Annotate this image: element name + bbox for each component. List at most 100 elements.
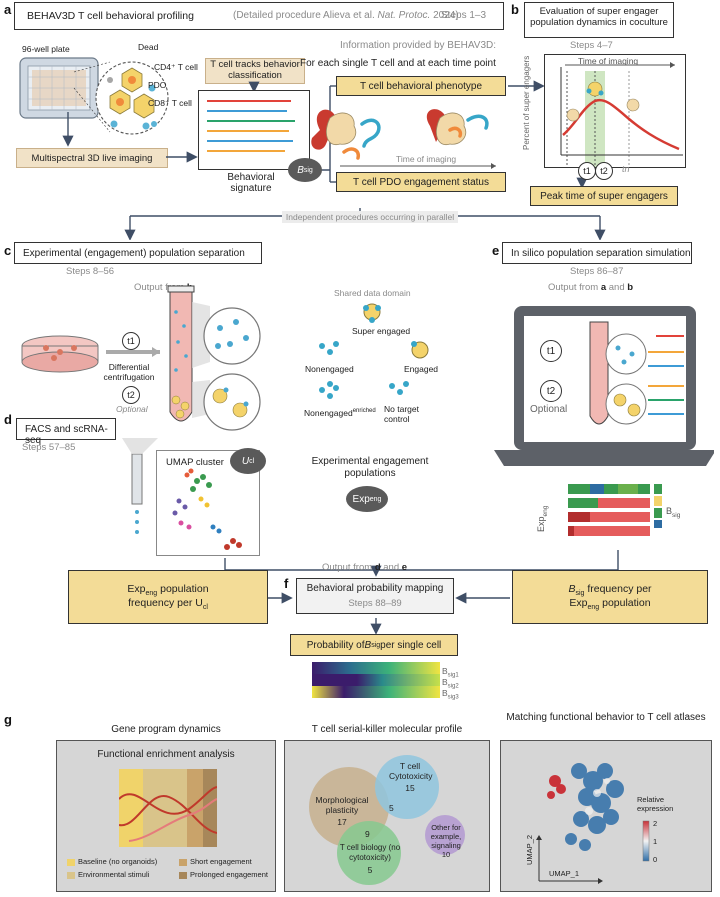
legend-swatch: [179, 858, 187, 866]
venn-cytotoxicity-count: 15: [405, 783, 415, 793]
panel-letter-a: a: [4, 2, 12, 17]
venn-cytotoxicity: T cell Cytotoxicity: [389, 761, 433, 781]
expeng-frequency-box: Expeng population frequency per Ucl: [68, 570, 268, 624]
b-ylabel: Percent of super engagers: [522, 55, 531, 150]
panel-letter-e: e: [492, 243, 500, 258]
venn-morphological-count: 17: [337, 817, 347, 827]
panel-a-citation: (Detailed procedure Alieva et al. Nat. P…: [233, 10, 459, 21]
legend-item-baseline: Baseline (no organoids): [67, 857, 157, 866]
peak-time-box: Peak time of super engagers: [530, 186, 678, 206]
super-engager-plot: [544, 54, 686, 168]
legend-item-short: Short engagement: [179, 857, 252, 866]
g-title-3: Matching functional behavior to T cell a…: [506, 712, 706, 723]
panel-a-steps: Steps 1–3: [441, 10, 487, 21]
b-t1-marker: t1: [578, 162, 596, 180]
colorbar-max: 2: [653, 819, 658, 828]
behavioral-signature-label: Behavioral signature: [227, 172, 275, 194]
tcell-illustration: [311, 109, 496, 169]
panel-letter-d: d: [4, 412, 12, 427]
venn-overlap-9: 9: [365, 829, 370, 839]
panel-c-header: Experimental (engagement) population sep…: [14, 242, 262, 264]
serial-killer-panel: T cell Cytotoxicity 15 Morphological pla…: [284, 740, 490, 892]
colorbar-min: 0: [653, 855, 658, 864]
time-of-imaging-b: Time of imaging: [578, 56, 639, 66]
relative-expression-label: Relative expression: [637, 795, 674, 813]
panel-letter-f: f: [284, 576, 289, 591]
f-title: Behavioral probability mapping: [306, 583, 444, 594]
venn-overlap-5: 5: [389, 803, 394, 813]
bsig1-label: Bsig1: [442, 666, 459, 679]
experimental-populations-label: Experimental engagement populations: [311, 456, 429, 479]
panel-letter-c: c: [4, 243, 12, 258]
cd4-label: CD4⁺ T cell: [154, 62, 198, 72]
umap-cluster-label: UMAP cluster: [164, 457, 226, 468]
b-t2-marker: t2: [595, 162, 613, 180]
panel-b-title: Evaluation of super engager population d…: [530, 6, 668, 28]
panel-d-steps: Steps 57–85: [22, 442, 76, 453]
engaged-label: Engaged: [404, 364, 439, 374]
bsig3-label: Bsig3: [442, 688, 459, 701]
g-title-1: Gene program dynamics: [111, 724, 221, 735]
e-t2-marker: t2: [540, 380, 562, 402]
e-t1-marker: t1: [540, 340, 562, 362]
pdo-label: PDO: [148, 80, 167, 90]
legend-swatch: [67, 858, 75, 866]
legend-item-environmental: Environmental stimuli: [67, 870, 149, 879]
shared-domain-title: Shared data domain: [334, 288, 411, 298]
c-t1-marker: t1: [122, 332, 140, 350]
panel-letter-b: b: [511, 2, 519, 17]
imaging-box: Multispectral 3D live imaging: [16, 148, 168, 168]
panel-letter-g: g: [4, 712, 12, 727]
panel-b-steps: Steps 4–7: [570, 40, 613, 51]
e-bsig-label: Bsig: [666, 506, 681, 519]
legend-item-prolonged: Prolonged engagement: [179, 870, 268, 879]
tracks-plot: [198, 90, 310, 170]
panel-a-header: BEHAV3D T cell behavioral profiling (Det…: [14, 2, 504, 30]
centrifugation-label: Differential centrifugation: [103, 362, 155, 382]
atlas-umap: [536, 763, 650, 884]
population-icons: [319, 303, 429, 399]
cd8-label: CD8⁺ T cell: [148, 98, 192, 108]
phenotype-box: T cell behavioral phenotype: [336, 76, 506, 96]
panel-c-title: Experimental (engagement) population sep…: [23, 248, 245, 259]
colorbar-mid: 1: [653, 837, 658, 846]
b-tn-marker: tn: [622, 164, 630, 174]
venn-diagram: [309, 755, 465, 885]
venn-other: Other for example, signaling 10: [430, 823, 462, 859]
info-text: Information provided by BEHAV3D:: [340, 40, 497, 51]
venn-biology-count: 5: [367, 865, 373, 875]
panel-d-header: FACS and scRNA-seq: [16, 418, 116, 446]
panel-a-title: BEHAV3D T cell behavioral profiling: [27, 10, 194, 22]
plate-label: 96-well plate: [22, 44, 70, 54]
umap2-label: UMAP_2: [525, 834, 534, 865]
g-sub-1: Functional enrichment analysis: [97, 749, 235, 760]
panel-d-title: FACS and scRNA-seq: [25, 424, 108, 446]
gene-program-plot: [119, 769, 217, 847]
time-of-imaging-a: Time of imaging: [396, 154, 457, 164]
gene-program-panel: Functional enrichment analysis Baseline …: [56, 740, 276, 892]
umap1-label: UMAP_1: [549, 869, 580, 878]
venn-morphological: Morphological plasticity: [315, 795, 369, 815]
centrifugation-illustration: [21, 285, 261, 431]
probability-mapping-box: Behavioral probability mapping Steps 88–…: [296, 578, 454, 614]
panel-e-steps: Steps 86–87: [570, 266, 624, 277]
f-steps: Steps 88–89: [348, 598, 402, 609]
bsig-frequency-box: Bsig frequency per Expeng population: [512, 570, 708, 624]
dead-label: Dead: [138, 42, 159, 52]
panel-c-steps: Steps 8–56: [66, 266, 115, 277]
g-title-2: T cell serial-killer molecular profile: [311, 724, 463, 735]
atlas-panel: Relative expression 2 1 0 UMAP_1 UMAP_2: [500, 740, 712, 892]
legend-swatch: [67, 871, 75, 879]
legend-swatch: [179, 871, 187, 879]
nonengaged-label: Nonengaged: [305, 364, 354, 374]
well-plate-illustration: [19, 57, 169, 135]
panel-e-header: In silico population separation simulati…: [502, 242, 692, 264]
parallel-banner: Independent procedures occurring in para…: [282, 211, 458, 223]
e-optional-label: Optional: [530, 404, 568, 415]
tracks-box: T cell tracks behavior classification: [205, 58, 305, 84]
facs-illustration: [122, 438, 158, 534]
bsig2-label: Bsig2: [442, 677, 459, 690]
